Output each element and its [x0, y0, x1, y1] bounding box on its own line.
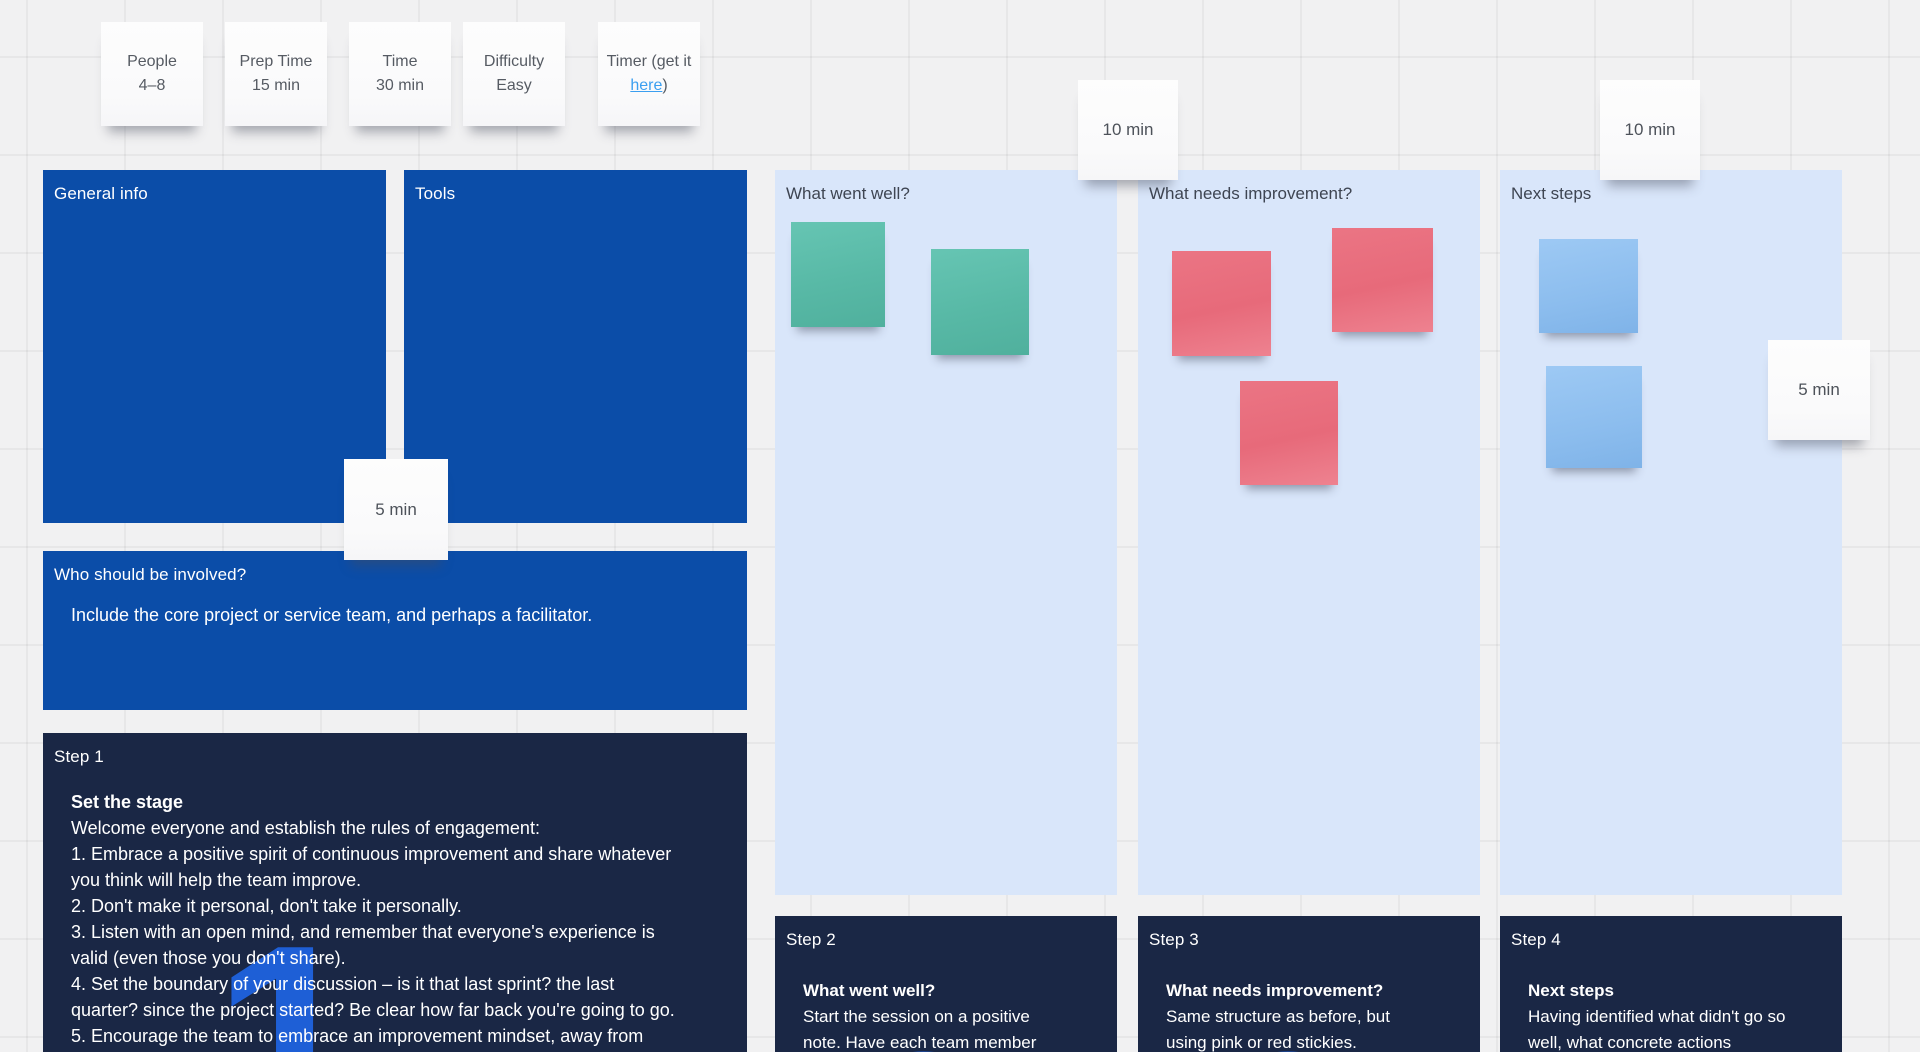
- sticky-note-blue-2[interactable]: [1546, 366, 1642, 468]
- step-2-title: What went well?: [803, 981, 936, 1000]
- sticky-note-timer-text: Timer (get it here): [606, 53, 692, 94]
- step-4-label: Step 4: [1511, 930, 1561, 949]
- sticky-note-teal-1[interactable]: [791, 222, 885, 327]
- panel-tools-label: Tools: [415, 184, 456, 203]
- sticky-note-difficulty-line1: Difficulty: [483, 53, 545, 70]
- panel-tools[interactable]: Tools: [404, 170, 747, 523]
- timer-10min-text: 10 min: [1624, 120, 1676, 139]
- timer-5min-text: 5 min: [375, 499, 417, 519]
- panel-who-should-be-involved[interactable]: Who should be involved? Include the core…: [43, 551, 747, 710]
- sticky-note-people[interactable]: People 4–8: [101, 22, 203, 126]
- sticky-note-timer-10min-stage3[interactable]: 10 min: [1078, 80, 1178, 180]
- step-2-label: Step 2: [786, 930, 836, 949]
- sticky-note-red-3[interactable]: [1240, 381, 1338, 485]
- sticky-note-time-line1: Time: [382, 53, 418, 70]
- step-3-number-watermark: 3: [1214, 1013, 1364, 1052]
- sticky-note-timer-5min-next-steps[interactable]: 5 min: [1768, 340, 1870, 440]
- step-4-title: Next steps: [1528, 981, 1614, 1000]
- timer-5min-text: 5 min: [1798, 380, 1840, 399]
- sticky-note-people-line2: 4–8: [138, 77, 166, 94]
- step-4-body: Having identified what didn't go so well…: [1528, 1007, 1786, 1052]
- sticky-note-time-line2: 30 min: [375, 77, 425, 94]
- sticky-note-timer[interactable]: Timer (get it here): [598, 22, 700, 126]
- column-what-needs-improvement-header: What needs improvement?: [1149, 184, 1353, 203]
- step-1-body: Welcome everyone and establish the rules…: [71, 818, 675, 1046]
- step-1-title: Set the stage: [71, 792, 184, 812]
- sticky-note-prep-time[interactable]: Prep Time 15 min: [225, 22, 327, 126]
- step-1-number-watermark: 1: [213, 890, 364, 1052]
- step-2-number-watermark: 2: [849, 1013, 999, 1052]
- sticky-note-timer-10min-stage4[interactable]: 10 min: [1600, 80, 1700, 180]
- panel-step-2[interactable]: 2 Step 2 What went well? Start the sessi…: [775, 916, 1117, 1052]
- step-3-title: What needs improvement?: [1166, 981, 1384, 1000]
- step-2-body: Start the session on a positive note. Ha…: [803, 1007, 1037, 1052]
- panel-general-info[interactable]: General info: [43, 170, 386, 523]
- sticky-note-red-2[interactable]: [1332, 228, 1433, 332]
- panel-who-label: Who should be involved?: [54, 565, 247, 584]
- sticky-note-blue-1[interactable]: [1539, 239, 1638, 333]
- sticky-note-difficulty[interactable]: Difficulty Easy: [463, 22, 565, 126]
- sticky-note-time[interactable]: Time 30 min: [349, 22, 451, 126]
- sticky-note-red-1[interactable]: [1172, 251, 1271, 356]
- sticky-note-people-line1: People: [127, 53, 177, 70]
- step-3-body: Same structure as before, but using pink…: [1166, 1007, 1390, 1052]
- timer-link[interactable]: here: [630, 77, 663, 94]
- timer-10min-text: 10 min: [1102, 120, 1154, 139]
- panel-general-info-label: General info: [54, 184, 148, 203]
- step-1-label: Step 1: [54, 747, 104, 766]
- sticky-note-teal-2[interactable]: [931, 249, 1029, 355]
- step-4-number-watermark: 4: [1593, 1013, 1743, 1052]
- step-3-label: Step 3: [1149, 930, 1199, 949]
- panel-step-3[interactable]: 3 Step 3 What needs improvement? Same st…: [1138, 916, 1480, 1052]
- column-next-steps-header: Next steps: [1511, 184, 1592, 203]
- sticky-note-difficulty-line2: Easy: [496, 77, 532, 94]
- panel-who-body: Include the core project or service team…: [71, 605, 593, 625]
- panel-step-4[interactable]: 4 Step 4 Next steps Having identified wh…: [1500, 916, 1842, 1052]
- sticky-note-timer-5min-stage1[interactable]: 5 min: [344, 459, 448, 560]
- sticky-note-prep-time-line2: 15 min: [251, 77, 301, 94]
- sticky-note-prep-time-line1: Prep Time: [239, 53, 313, 70]
- column-what-went-well-header: What went well?: [786, 184, 910, 203]
- panel-step-1[interactable]: 1 Step 1 Set the stage Welcome everyone …: [43, 733, 747, 1052]
